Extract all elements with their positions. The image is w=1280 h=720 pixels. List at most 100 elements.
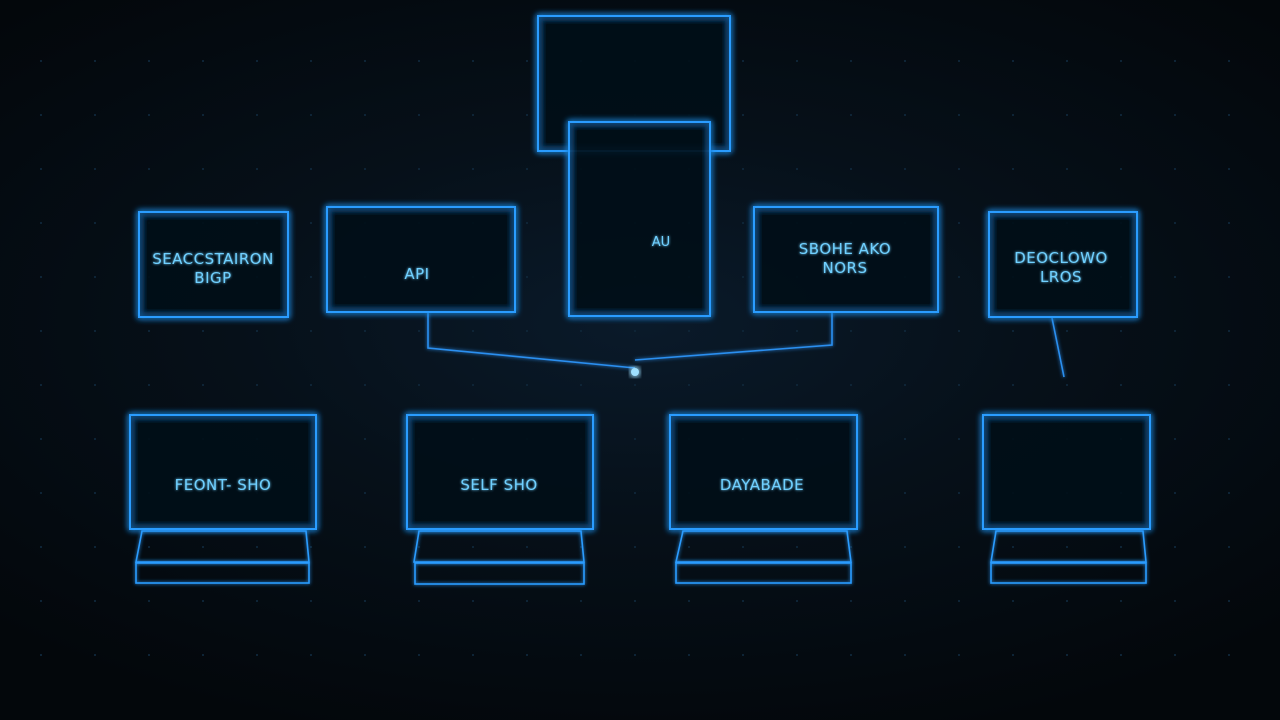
grid-dot [94, 276, 96, 278]
grid-dot [1120, 168, 1122, 170]
grid-dot [958, 546, 960, 548]
grid-dot [1174, 654, 1176, 656]
grid-dot [1066, 168, 1068, 170]
grid-dot [742, 654, 744, 656]
node-api-box [326, 206, 516, 313]
node-front-label: FEONT- SHO [175, 476, 272, 494]
grid-dot [94, 600, 96, 602]
grid-dot [742, 114, 744, 116]
node-left-upper: SEACCSTAIRON BIGP [138, 211, 289, 318]
grid-dot [364, 546, 366, 548]
grid-dot [1174, 276, 1176, 278]
grid-dot [1120, 60, 1122, 62]
grid-dot [526, 60, 528, 62]
grid-dot [1174, 330, 1176, 332]
grid-dot [364, 492, 366, 494]
grid-dot [1066, 654, 1068, 656]
grid-dot [850, 600, 852, 602]
grid-dot [364, 384, 366, 386]
grid-dot [94, 330, 96, 332]
node-self-box [406, 414, 594, 530]
grid-dot [94, 222, 96, 224]
grid-dot [1066, 600, 1068, 602]
grid-dot [526, 546, 528, 548]
node-api: API [326, 206, 516, 313]
grid-dot [202, 168, 204, 170]
grid-dot [418, 60, 420, 62]
grid-dot [310, 222, 312, 224]
grid-dot [364, 438, 366, 440]
grid-dot [1120, 654, 1122, 656]
grid-dot [742, 60, 744, 62]
grid-dot [1012, 384, 1014, 386]
grid-dot [310, 546, 312, 548]
grid-dot [94, 492, 96, 494]
grid-dot [958, 222, 960, 224]
grid-dot [688, 546, 690, 548]
node-left-upper-box [138, 211, 289, 318]
grid-dot [742, 168, 744, 170]
node-far-right-upper-box [988, 211, 1138, 318]
grid-dot [742, 600, 744, 602]
grid-dot [796, 546, 798, 548]
connector-right-upper [634, 312, 833, 361]
grid-dot [1174, 384, 1176, 386]
grid-dot [40, 60, 42, 62]
grid-dot [148, 114, 150, 116]
grid-dot [796, 114, 798, 116]
grid-dot [148, 384, 150, 386]
grid-dot [40, 600, 42, 602]
grid-dot [202, 330, 204, 332]
grid-dot [310, 384, 312, 386]
grid-dot [580, 546, 582, 548]
grid-dot [1228, 600, 1230, 602]
grid-dot [310, 114, 312, 116]
grid-dot [40, 492, 42, 494]
grid-dot [958, 168, 960, 170]
node-database-base-bottom [675, 562, 852, 584]
grid-dot [1066, 114, 1068, 116]
grid-dot [1174, 222, 1176, 224]
node-front-base-bottom [135, 562, 310, 584]
node-blank-box [982, 414, 1151, 530]
grid-dot [958, 330, 960, 332]
grid-dot [796, 600, 798, 602]
grid-dot [580, 654, 582, 656]
grid-dot [472, 384, 474, 386]
grid-dot [850, 168, 852, 170]
grid-dot [364, 168, 366, 170]
grid-dot [40, 438, 42, 440]
node-self: SELF SHO [406, 414, 594, 585]
grid-dot [904, 168, 906, 170]
grid-dot [1120, 546, 1122, 548]
node-database: DAYABADE [669, 414, 858, 584]
node-right-upper-label-line1: SBOHE AKO [799, 240, 891, 258]
grid-dot [256, 60, 258, 62]
grid-dot [364, 60, 366, 62]
grid-dot [418, 114, 420, 116]
grid-dot [310, 600, 312, 602]
grid-dot [958, 654, 960, 656]
grid-dot [202, 114, 204, 116]
node-right-upper-label-line2: NORS [823, 259, 868, 277]
grid-dot [94, 384, 96, 386]
grid-dot [148, 654, 150, 656]
grid-dot [472, 654, 474, 656]
grid-dot [472, 114, 474, 116]
node-left-upper-label-line2: BIGP [194, 269, 231, 287]
grid-dot [1066, 60, 1068, 62]
node-self-label: SELF SHO [460, 476, 537, 494]
grid-dot [40, 654, 42, 656]
grid-dot [40, 114, 42, 116]
grid-dot [796, 168, 798, 170]
grid-dot [1012, 654, 1014, 656]
grid-dot [1228, 546, 1230, 548]
grid-dot [904, 654, 906, 656]
grid-dot [958, 600, 960, 602]
grid-dot [364, 600, 366, 602]
node-front-box [129, 414, 317, 530]
grid-dot [688, 654, 690, 656]
grid-dot [472, 60, 474, 62]
grid-dot [202, 600, 204, 602]
